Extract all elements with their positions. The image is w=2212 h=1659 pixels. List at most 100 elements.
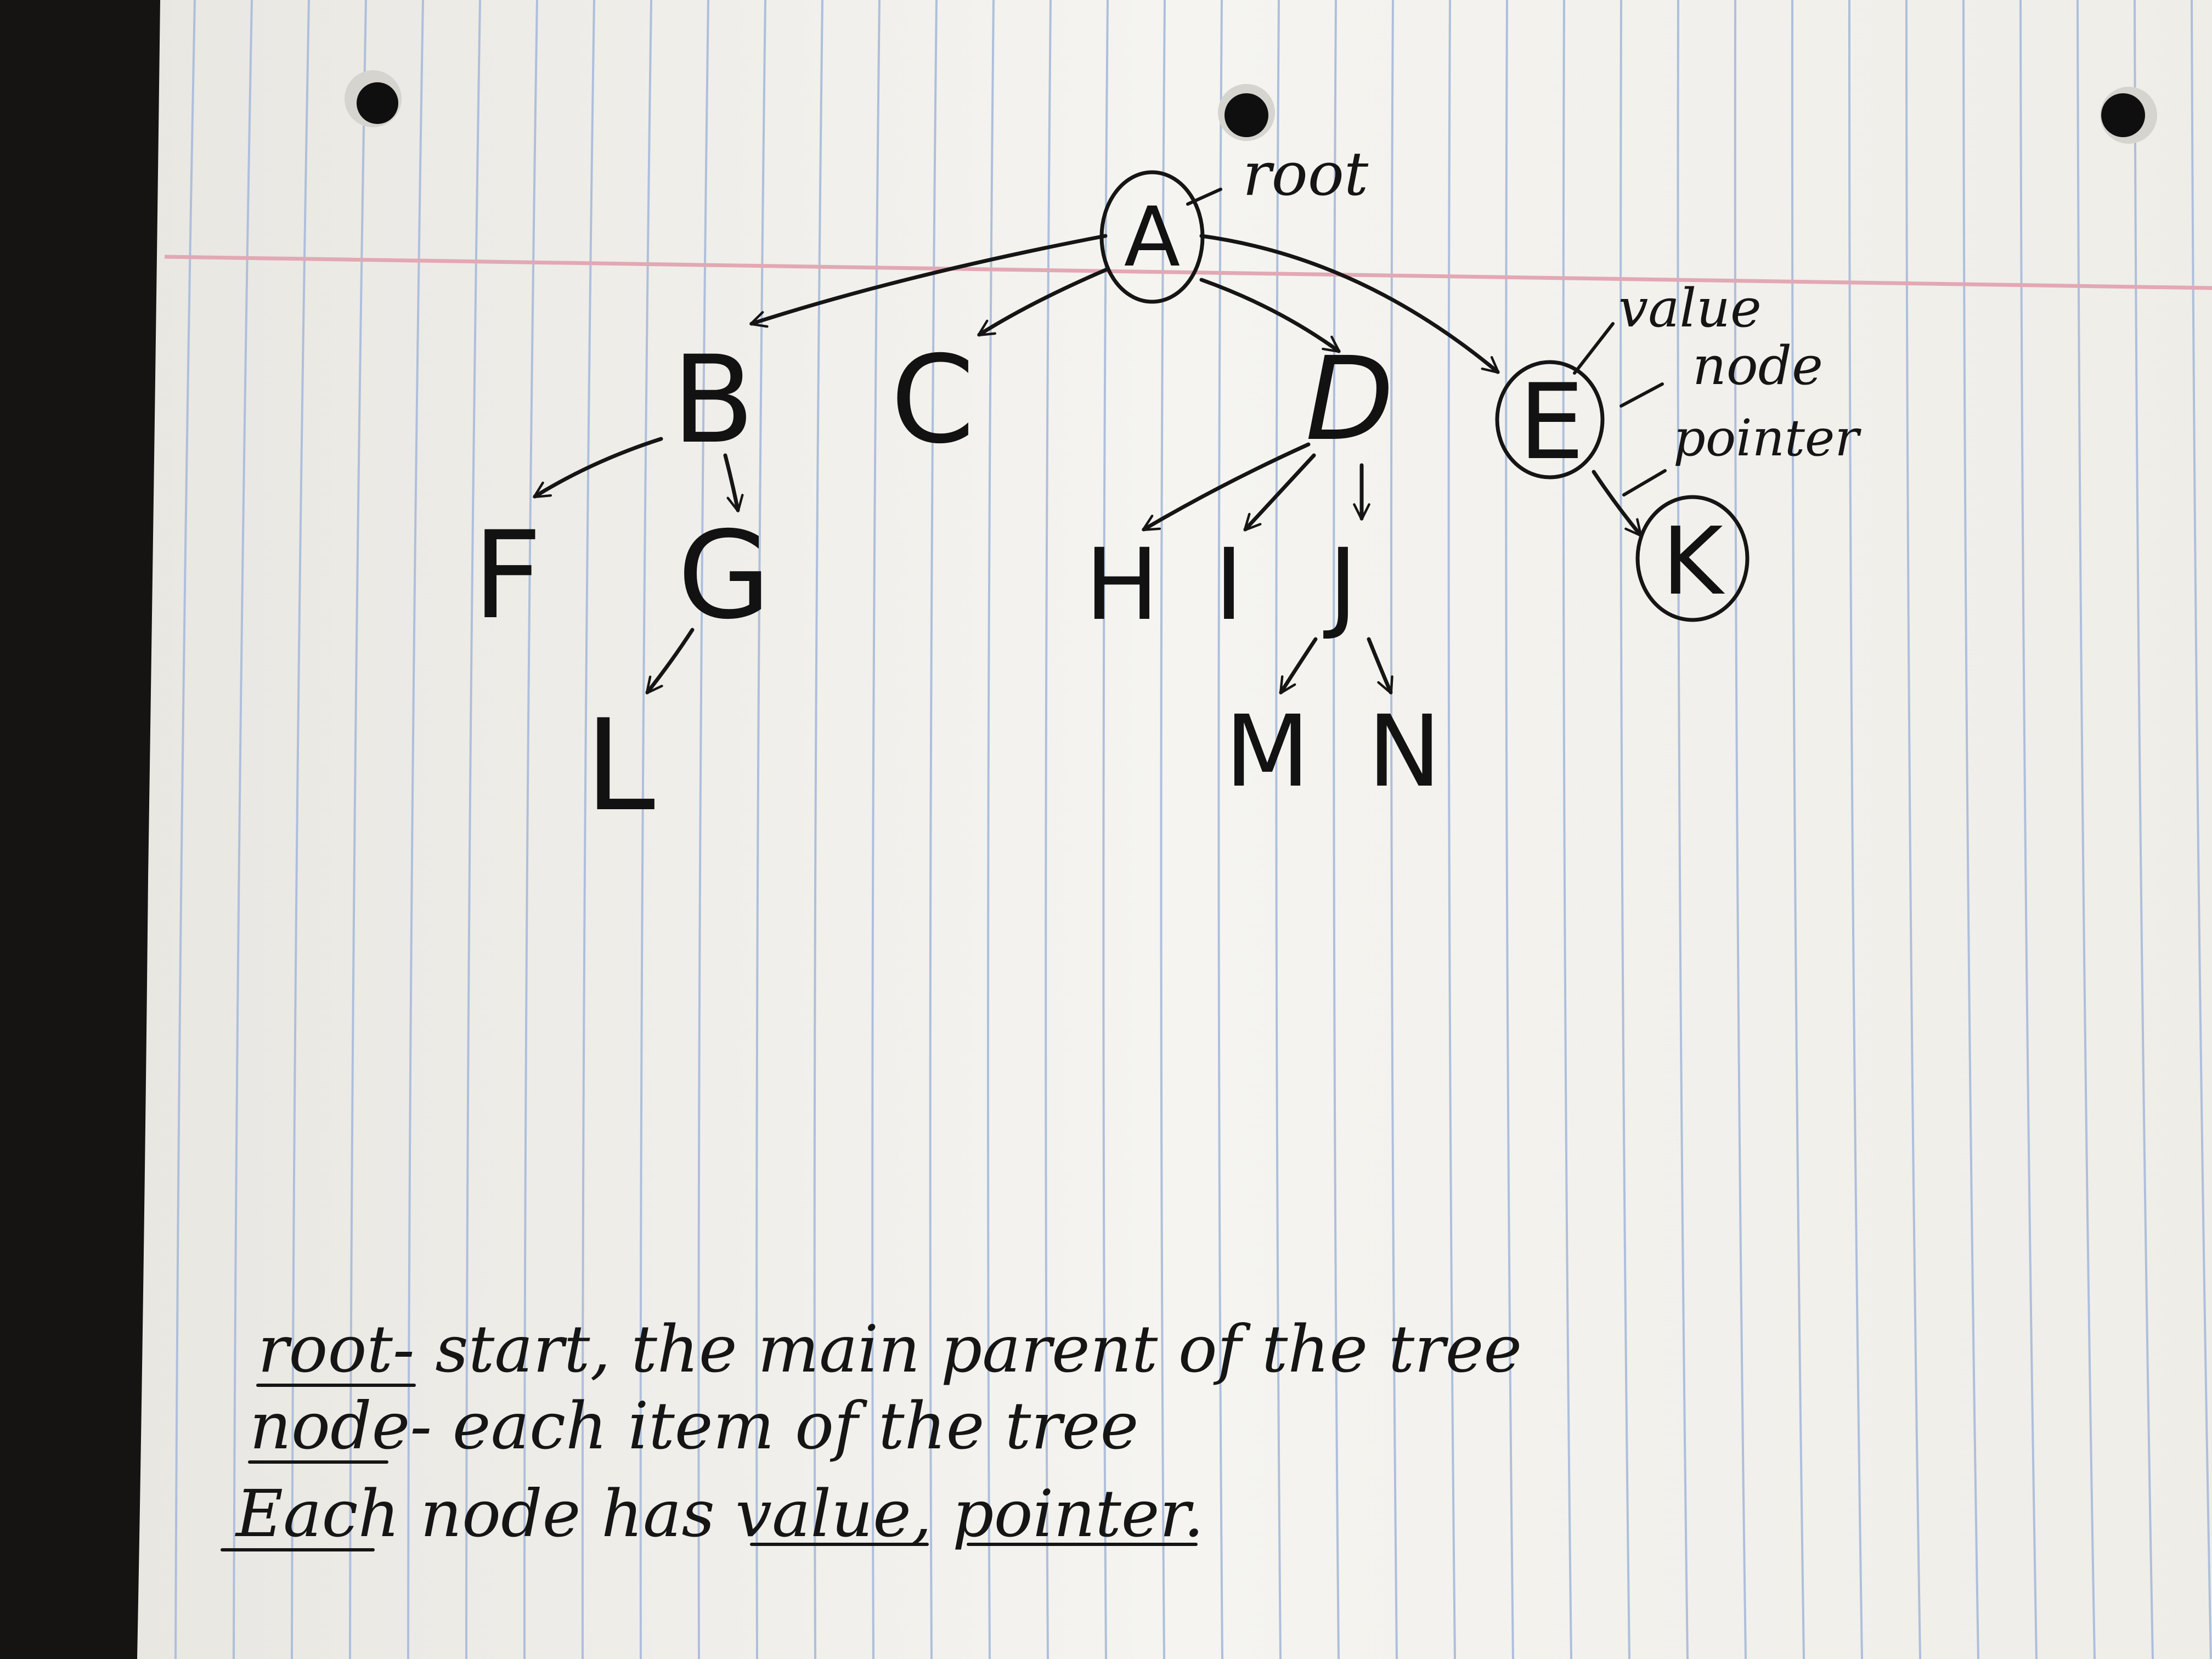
label-pointer: pointer [1673, 409, 1861, 467]
node-j: J [1323, 528, 1357, 642]
ruled-line [581, 0, 595, 1659]
node-h: H [1085, 528, 1159, 642]
ruled-line [1505, 0, 1514, 1659]
edge-d-h [1142, 442, 1311, 532]
ruled-line [523, 0, 538, 1659]
leader-pointer [1622, 469, 1667, 496]
ruled-line [755, 0, 766, 1659]
node-a: A [1124, 190, 1181, 285]
ruled-line [986, 0, 995, 1659]
ruled-line [1734, 0, 1747, 1659]
ruled-line [929, 0, 938, 1659]
node-f: F [473, 505, 543, 646]
tree-nodes: A B C D E F G H I J K L M N [473, 190, 1726, 839]
ruled-line [465, 0, 481, 1659]
ruled-line [1390, 0, 1398, 1659]
note-underlines [221, 1384, 1198, 1551]
ruled-line [1102, 0, 1109, 1659]
note-line-2: node- each item of the tree [250, 1388, 1138, 1464]
edge-g-l [645, 628, 695, 695]
node-g: G [678, 505, 771, 646]
ruled-line [1333, 0, 1340, 1659]
ruled-line [1677, 0, 1689, 1659]
edge-j-n [1367, 637, 1393, 695]
label-node: node [1692, 335, 1823, 397]
ruled-line [233, 0, 253, 1659]
node-c: C [890, 330, 975, 470]
note-line-1: root- start, the main parent of the tree [258, 1311, 1522, 1387]
ruled-line [2191, 0, 2212, 1659]
note-term-each: Each [235, 1476, 400, 1551]
node-circle-e [1495, 360, 1605, 479]
node-k: K [1662, 507, 1725, 616]
ruled-line [2134, 0, 2154, 1659]
note-term-pointer: pointer [952, 1476, 1194, 1551]
ruled-line [349, 0, 367, 1659]
ruled-line [1905, 0, 1921, 1659]
ruled-lines [174, 0, 2212, 1659]
paper-sheet [137, 0, 2212, 1659]
ruled-line [1045, 0, 1052, 1659]
edge-a-c [977, 267, 1110, 337]
note-text-end: . [1183, 1476, 1204, 1551]
edge-d-i [1243, 453, 1316, 532]
ruled-line [407, 0, 424, 1659]
ruled-line [1562, 0, 1572, 1659]
ruled-line [1791, 0, 1805, 1659]
node-l: L [585, 693, 655, 839]
node-d: D [1305, 332, 1394, 466]
ruled-line [2019, 0, 2038, 1659]
ruled-line [2076, 0, 2096, 1659]
ruled-line [813, 0, 823, 1659]
punch-hole [1224, 93, 1268, 137]
node-circle-k [1635, 495, 1750, 622]
edge-a-e [1199, 234, 1500, 374]
ruled-line [871, 0, 881, 1659]
note-text-mid: node has [400, 1476, 736, 1551]
ruled-line [1962, 0, 1979, 1659]
note-term-value: value [735, 1476, 911, 1551]
node-circles [1099, 170, 1750, 622]
notes: root- start, the main parent of the tree… [221, 1311, 1522, 1551]
ruled-line [697, 0, 709, 1659]
leader-value [1573, 322, 1615, 375]
note-term-node: node [250, 1388, 410, 1464]
edge-a-d [1199, 278, 1341, 353]
ruled-line [1848, 0, 1863, 1659]
ruled-line [1275, 0, 1282, 1659]
label-root: root [1243, 139, 1369, 209]
ruled-line [1620, 0, 1630, 1659]
edge-j-m [1279, 637, 1318, 695]
note-text-root: - start, the main parent of the tree [393, 1311, 1522, 1387]
edge-b-f [533, 437, 663, 499]
node-m: M [1224, 695, 1310, 809]
annotations: root value node pointer [1243, 139, 1861, 467]
punch-holes [345, 70, 2157, 144]
edge-e-k [1592, 470, 1643, 537]
ruled-line [1160, 0, 1166, 1659]
note-text-sep: , [911, 1476, 952, 1551]
leader-root [1186, 188, 1222, 206]
node-n: N [1368, 695, 1442, 809]
note-line-3: Each node has value, pointer. [235, 1476, 1204, 1551]
ruled-line [1217, 0, 1223, 1659]
ruled-line [639, 0, 652, 1659]
annotation-leaders [1186, 188, 1667, 496]
ruled-line [1447, 0, 1456, 1659]
ruled-line [291, 0, 310, 1659]
tree-edges [533, 234, 1643, 695]
node-e: E [1519, 362, 1584, 483]
margin-line [164, 255, 2212, 290]
note-text-node: - each item of the tree [410, 1388, 1138, 1464]
edge-a-b [749, 234, 1108, 328]
leader-node [1620, 382, 1664, 408]
note-term-root: root [258, 1311, 393, 1387]
label-value: value [1618, 278, 1762, 339]
punch-hole [2101, 93, 2145, 137]
ruled-line [174, 0, 196, 1659]
node-circle-a [1099, 170, 1205, 304]
node-i: I [1214, 528, 1243, 642]
node-b: B [672, 330, 755, 470]
edge-b-g [723, 453, 744, 512]
